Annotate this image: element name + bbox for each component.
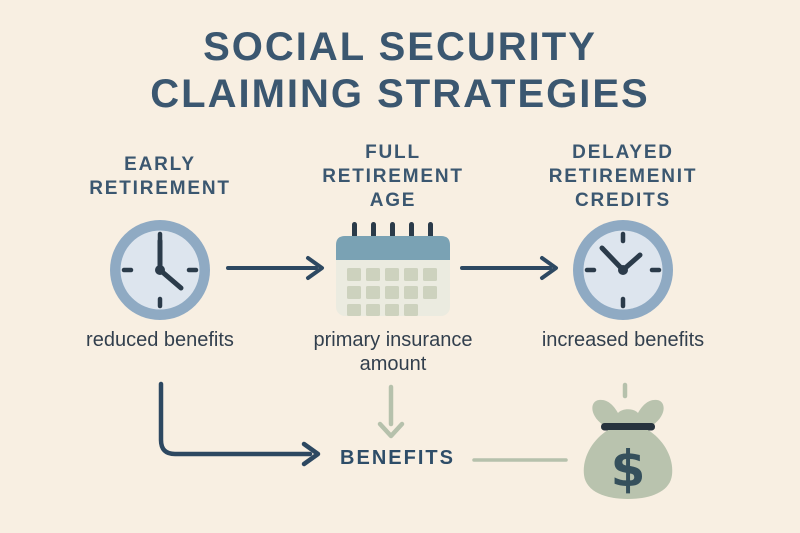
column-early-retirement-header: EARLY RETIREMENT xyxy=(89,153,231,199)
money-bag-icon: $ xyxy=(583,399,673,499)
full-retirement-age-caption: primary insurance amount xyxy=(313,329,473,375)
early-retirement-caption: reduced benefits xyxy=(86,329,234,351)
page-title-line1: SOCIAL SECURITY xyxy=(203,25,597,69)
page-title-line2: CLAIMING STRATEGIES xyxy=(150,71,650,116)
column-delayed-retirement-credits-header: DELAYED RETIREMENIT CREDITS xyxy=(548,141,698,212)
column-full-retirement-age-header: FULL RETIREMENT AGE xyxy=(322,141,464,212)
benefits-label: BENEFITS xyxy=(340,447,455,469)
arrow-reduced-to-benefits xyxy=(158,381,321,467)
calendar-icon xyxy=(336,222,450,316)
clock-icon xyxy=(573,220,673,320)
column-delayed-retirement-credits: DELAYED RETIREMENIT CREDITS increased be… xyxy=(518,136,728,353)
dollar-sign: $ xyxy=(611,440,646,498)
page-title: SOCIAL SECURITY CLAIMING STRATEGIES xyxy=(0,24,800,118)
full-retirement-age-icon-box xyxy=(332,218,454,322)
clock-icon xyxy=(110,220,210,320)
delayed-retirement-icon-box xyxy=(571,218,675,322)
arrow-pia-to-benefits xyxy=(377,384,405,439)
delayed-retirement-caption: increased benefits xyxy=(541,329,705,351)
column-early-retirement: EARLY RETIREMENT reduced benefits xyxy=(55,136,265,353)
early-retirement-icon-box xyxy=(108,218,212,322)
column-full-retirement-age: FULL RETIREMENT AGE primary insurance am… xyxy=(288,136,498,376)
